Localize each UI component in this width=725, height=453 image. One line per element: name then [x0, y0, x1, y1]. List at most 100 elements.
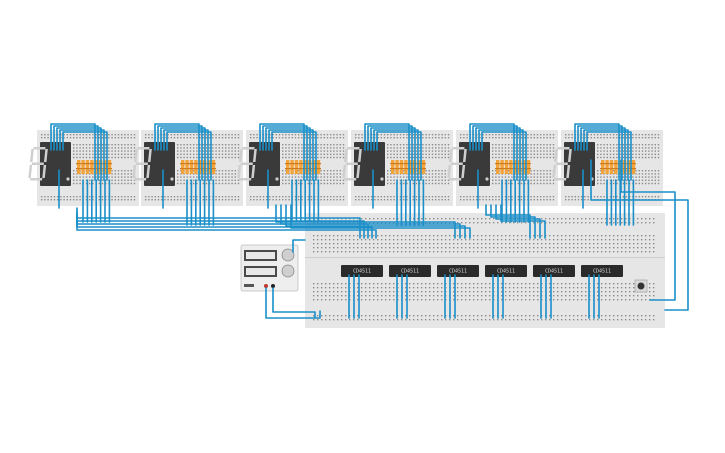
- wire[interactable]: [59, 129, 105, 181]
- seven-segment-display[interactable]: [132, 142, 175, 186]
- cd4511-chip[interactable]: CD4511: [485, 265, 527, 277]
- resistor[interactable]: [286, 160, 290, 174]
- wire[interactable]: [272, 287, 316, 319]
- wire[interactable]: [485, 204, 531, 239]
- wire[interactable]: [469, 123, 515, 181]
- resistor[interactable]: [77, 160, 81, 174]
- wire[interactable]: [583, 129, 629, 181]
- wire[interactable]: [163, 129, 209, 181]
- wire[interactable]: [500, 204, 546, 239]
- power-switch[interactable]: [244, 284, 254, 287]
- resistor[interactable]: [509, 160, 513, 174]
- resistor[interactable]: [189, 160, 194, 174]
- wire[interactable]: [490, 204, 536, 239]
- wire[interactable]: [475, 127, 521, 181]
- resistor[interactable]: [299, 160, 303, 174]
- wire[interactable]: [586, 131, 632, 181]
- resistor[interactable]: [211, 160, 216, 174]
- resistor[interactable]: [303, 160, 307, 174]
- power-supply-icon[interactable]: [240, 244, 299, 292]
- wire[interactable]: [292, 239, 306, 253]
- resistor[interactable]: [207, 160, 211, 174]
- wire[interactable]: [262, 125, 308, 181]
- resistor[interactable]: [81, 160, 85, 174]
- resistor[interactable]: [185, 160, 189, 174]
- positive-terminal[interactable]: [264, 284, 268, 288]
- resistor[interactable]: [504, 160, 509, 174]
- resistor[interactable]: [421, 160, 426, 174]
- wire[interactable]: [481, 131, 527, 181]
- cd4511-chip[interactable]: CD4511: [533, 265, 575, 277]
- resistor[interactable]: [94, 160, 98, 174]
- resistor[interactable]: [103, 160, 107, 174]
- resistor[interactable]: [399, 160, 404, 174]
- resistor[interactable]: [408, 160, 412, 174]
- wire[interactable]: [495, 204, 541, 239]
- seven-segment-display[interactable]: [447, 142, 490, 186]
- resistor[interactable]: [417, 160, 421, 174]
- resistor[interactable]: [522, 160, 526, 174]
- wire[interactable]: [574, 123, 620, 181]
- resistor[interactable]: [500, 160, 504, 174]
- wire[interactable]: [265, 127, 311, 181]
- resistor[interactable]: [605, 160, 609, 174]
- wire[interactable]: [76, 219, 377, 239]
- wire[interactable]: [160, 127, 206, 181]
- voltage-knob[interactable]: [281, 248, 295, 262]
- resistor[interactable]: [316, 160, 321, 174]
- wire[interactable]: [590, 159, 689, 311]
- resistor[interactable]: [181, 160, 185, 174]
- wire[interactable]: [620, 159, 676, 301]
- cd4511-chip[interactable]: CD4511: [389, 265, 431, 277]
- wire[interactable]: [373, 129, 419, 181]
- wire[interactable]: [285, 204, 466, 239]
- seven-segment-display[interactable]: [552, 142, 595, 186]
- wire[interactable]: [271, 131, 317, 181]
- wire[interactable]: [280, 204, 461, 239]
- wire[interactable]: [472, 125, 518, 181]
- wire[interactable]: [275, 204, 456, 239]
- cd4511-chip[interactable]: CD4511: [341, 265, 383, 277]
- wire[interactable]: [265, 287, 321, 319]
- wire[interactable]: [370, 127, 416, 181]
- wire[interactable]: [166, 131, 212, 181]
- resistor[interactable]: [609, 160, 614, 174]
- push-button-icon[interactable]: [634, 279, 648, 293]
- wire[interactable]: [478, 129, 524, 181]
- wire[interactable]: [577, 125, 623, 181]
- negative-terminal[interactable]: [271, 284, 275, 288]
- resistor[interactable]: [601, 160, 605, 174]
- seven-segment-display[interactable]: [342, 142, 385, 186]
- wire[interactable]: [580, 127, 626, 181]
- resistor[interactable]: [614, 160, 618, 174]
- cd4511-chip[interactable]: CD4511: [437, 265, 479, 277]
- resistor[interactable]: [294, 160, 299, 174]
- seven-segment-display[interactable]: [237, 142, 280, 186]
- wire[interactable]: [367, 125, 413, 181]
- current-knob[interactable]: [281, 264, 295, 278]
- cd4511-chip[interactable]: CD4511: [581, 265, 623, 277]
- wire[interactable]: [53, 125, 99, 181]
- wire[interactable]: [364, 123, 410, 181]
- resistor[interactable]: [107, 160, 112, 174]
- wire[interactable]: [376, 131, 422, 181]
- wire[interactable]: [154, 123, 200, 181]
- resistor[interactable]: [194, 160, 198, 174]
- resistor[interactable]: [404, 160, 408, 174]
- resistor[interactable]: [85, 160, 90, 174]
- wire[interactable]: [259, 123, 305, 181]
- resistor[interactable]: [513, 160, 517, 174]
- resistor[interactable]: [90, 160, 94, 174]
- resistor[interactable]: [631, 160, 636, 174]
- wire[interactable]: [56, 127, 102, 181]
- resistor[interactable]: [290, 160, 294, 174]
- wire[interactable]: [50, 123, 96, 181]
- seven-segment-display[interactable]: [28, 142, 71, 186]
- resistor[interactable]: [395, 160, 399, 174]
- resistor[interactable]: [627, 160, 631, 174]
- wire[interactable]: [62, 131, 108, 181]
- resistor[interactable]: [198, 160, 202, 174]
- wire[interactable]: [290, 204, 471, 239]
- wire[interactable]: [157, 125, 203, 181]
